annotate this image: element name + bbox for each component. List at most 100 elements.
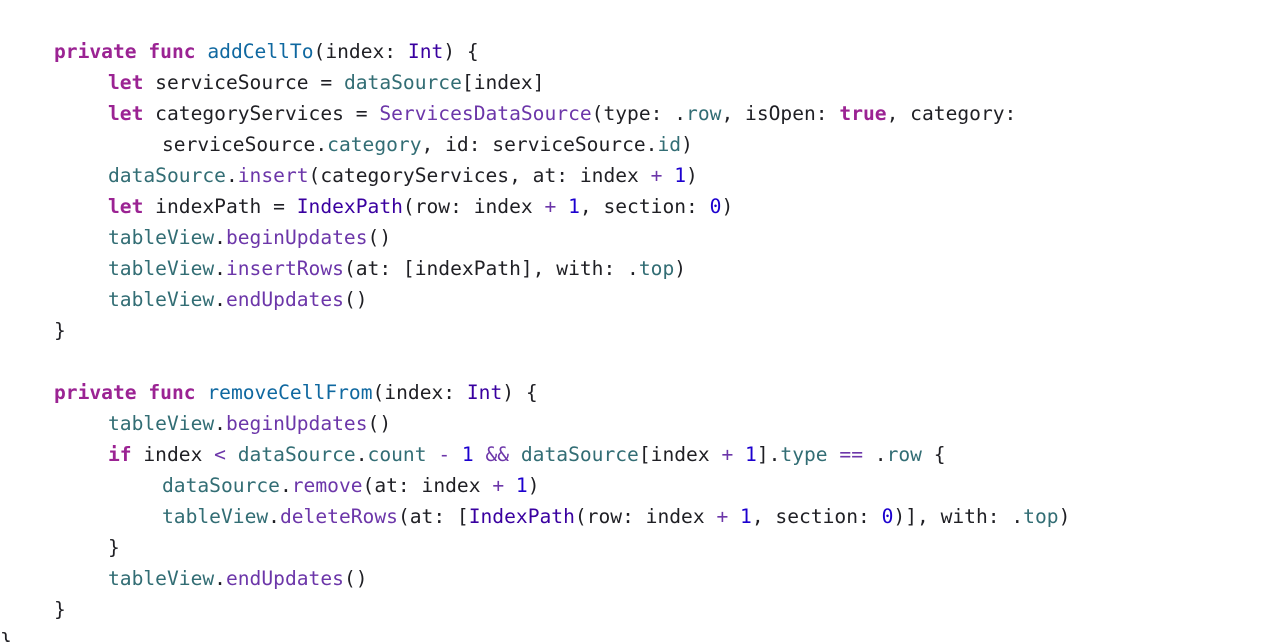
code-token: ) { — [443, 40, 479, 63]
code-line: dataSource.remove(at: index + 1) — [0, 470, 1280, 501]
code-token: id — [657, 133, 682, 156]
code-token — [450, 443, 462, 466]
code-line: tableView.beginUpdates() — [0, 408, 1280, 439]
code-line: dataSource.insert(categoryServices, at: … — [0, 160, 1280, 191]
code-line: } — [0, 594, 1280, 625]
code-token — [196, 381, 208, 404]
code-line: private func removeCellFrom(index: Int) … — [0, 377, 1280, 408]
code-token: ) — [721, 195, 734, 218]
code-token: dataSource — [343, 71, 462, 94]
code-token — [733, 443, 745, 466]
code-line: let categoryServices = ServicesDataSourc… — [0, 98, 1280, 129]
code-token: . — [268, 505, 280, 528]
code-token: 1 — [674, 164, 687, 187]
code-token — [226, 443, 238, 466]
code-token: endUpdates — [225, 567, 344, 590]
code-token: 1 — [740, 505, 752, 528]
code-lines: private func addCellTo(index: Int) {let … — [0, 36, 1280, 642]
code-token — [504, 474, 516, 497]
code-token: beginUpdates — [225, 226, 368, 249]
code-token: . — [863, 443, 887, 466]
code-token: + — [650, 164, 663, 187]
code-token: private — [54, 40, 137, 63]
code-token: (categoryServices, at: index — [308, 164, 651, 187]
code-token — [137, 40, 149, 63]
code-token: . — [214, 226, 226, 249]
code-token: tableView — [108, 567, 215, 590]
code-line: if index < dataSource.count - 1 && dataS… — [0, 439, 1280, 470]
code-token: ) — [527, 474, 540, 497]
code-token: serviceSource = — [143, 71, 344, 94]
code-token: () — [367, 226, 392, 249]
code-token: . — [214, 567, 226, 590]
code-token: serviceSource. — [162, 133, 328, 156]
code-token: () — [343, 567, 368, 590]
code-token: (index: — [372, 381, 467, 404]
code-token: insertRows — [225, 257, 344, 280]
code-token: tableView — [108, 412, 215, 435]
code-line: } — [0, 315, 1280, 346]
code-token: categoryServices = — [143, 102, 380, 125]
code-token: addCellTo — [207, 40, 314, 63]
code-token: true — [839, 102, 887, 125]
code-token: type — [780, 443, 828, 466]
code-token: . — [225, 164, 238, 187]
code-token: 1 — [745, 443, 757, 466]
code-token: . — [355, 443, 368, 466]
code-token: tableView — [108, 257, 215, 280]
code-token: beginUpdates — [225, 412, 368, 435]
code-token: . — [214, 288, 226, 311]
code-token: private — [54, 381, 137, 404]
code-token: () — [367, 412, 392, 435]
code-line: tableView.endUpdates() — [0, 563, 1280, 594]
code-token: dataSource — [520, 443, 639, 466]
code-line: tableView.insertRows(at: [indexPath], wi… — [0, 253, 1280, 284]
code-token: IndexPath — [296, 195, 403, 218]
code-token: deleteRows — [279, 505, 398, 528]
code-token: ) — [686, 164, 698, 187]
code-token: (at: [indexPath], with: . — [343, 257, 639, 280]
code-token: ) — [674, 257, 687, 280]
code-token: + — [544, 195, 557, 218]
code-token — [196, 40, 208, 63]
code-token: Int — [466, 381, 503, 404]
code-line: tableView.beginUpdates() — [0, 222, 1280, 253]
code-token: + — [721, 443, 734, 466]
code-token: let — [108, 102, 144, 125]
code-token: [index — [638, 443, 722, 466]
code-token — [556, 195, 568, 218]
code-token: )], with: . — [893, 505, 1024, 528]
code-token: tableView — [108, 226, 215, 249]
code-line: private func addCellTo(index: Int) { — [0, 36, 1280, 67]
code-token: + — [716, 505, 729, 528]
code-token — [509, 443, 521, 466]
code-token: , section: — [579, 195, 710, 218]
code-token: Int — [407, 40, 444, 63]
code-token: let — [108, 195, 144, 218]
code-token: (row: index — [402, 195, 545, 218]
code-token: (at: [ — [397, 505, 469, 528]
code-token: func — [148, 381, 196, 404]
code-token: } — [54, 598, 66, 621]
code-token: } — [108, 536, 120, 559]
code-line: } — [0, 532, 1280, 563]
code-token: 0 — [881, 505, 894, 528]
code-token: count — [367, 443, 427, 466]
code-token: 1 — [568, 195, 580, 218]
code-token: (row: index — [574, 505, 717, 528]
code-token: index — [131, 443, 215, 466]
code-token: tableView — [162, 505, 269, 528]
code-token: . — [279, 474, 292, 497]
code-token: ServicesDataSource — [379, 102, 592, 125]
code-token: endUpdates — [225, 288, 344, 311]
code-token: let — [108, 71, 144, 94]
code-token: (at: index — [362, 474, 493, 497]
code-token: ]. — [756, 443, 781, 466]
code-token: { — [921, 443, 946, 466]
code-token: } — [54, 319, 66, 342]
code-token: && — [485, 443, 510, 466]
code-line: let serviceSource = dataSource[index] — [0, 67, 1280, 98]
code-token: } — [0, 629, 12, 642]
code-token: (index: — [313, 40, 408, 63]
